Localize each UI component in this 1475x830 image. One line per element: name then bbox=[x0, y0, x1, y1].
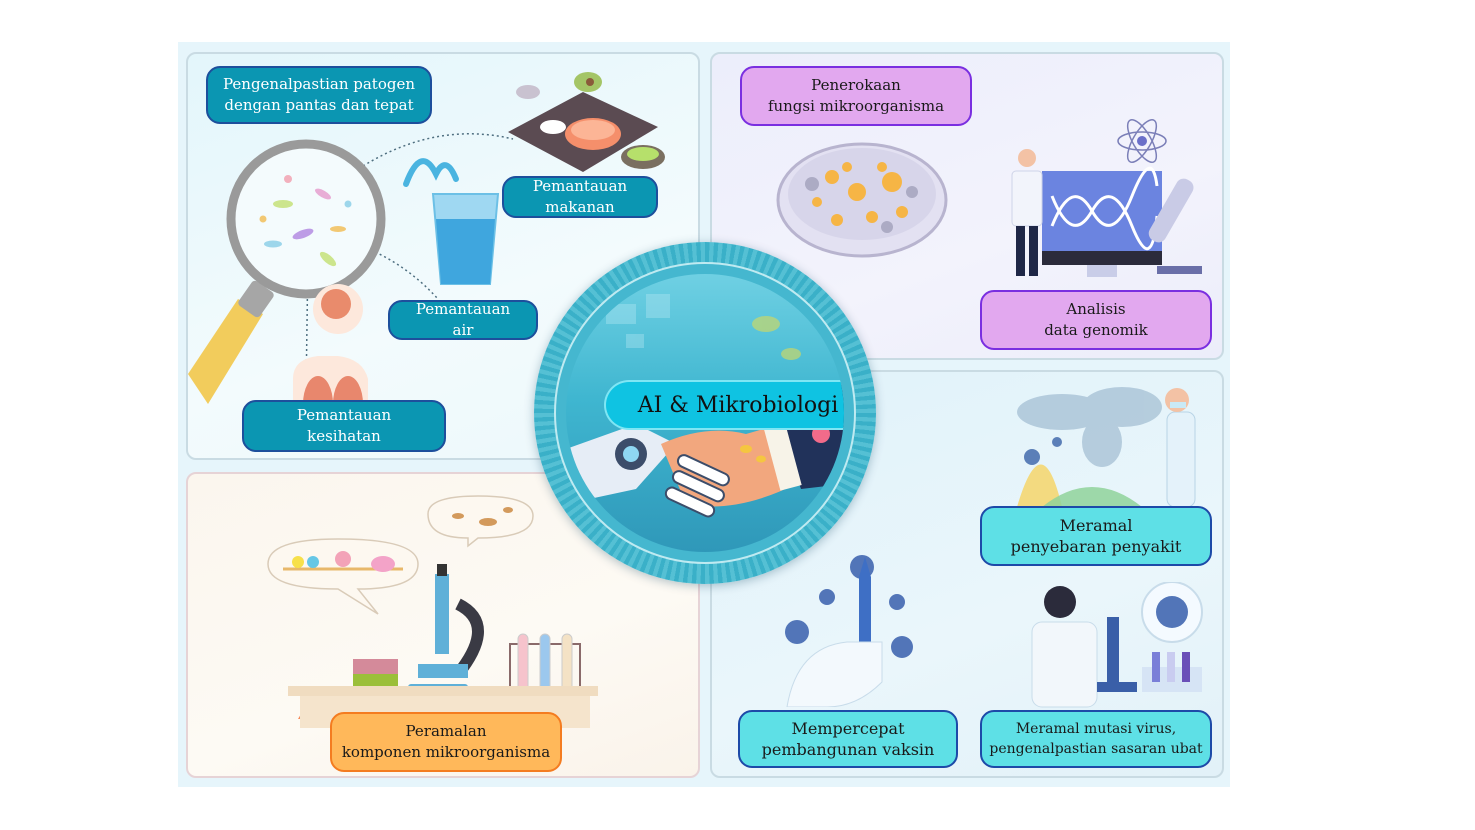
infographic-canvas: Pengenalpastian patogen dengan pantas da… bbox=[178, 42, 1230, 787]
center-badge-inner: AI & Mikrobiologi bbox=[566, 274, 844, 552]
food-tray-illustration bbox=[508, 72, 665, 172]
label-health-monitoring: Pemantauan kesihatan bbox=[242, 400, 446, 452]
disease-spread-illustration bbox=[1017, 387, 1196, 508]
label-vaccine-development: Mempercepat pembangunan vaksin bbox=[738, 710, 958, 768]
virus-research-illustration bbox=[1031, 582, 1203, 708]
label-food-monitoring: Pemantauan makanan bbox=[502, 176, 658, 218]
label-water-monitoring: Pemantauan air bbox=[388, 300, 538, 340]
handshake-illustration bbox=[566, 294, 844, 518]
label-component-prediction: Peramalan komponen mikroorganisma bbox=[330, 712, 562, 772]
label-disease-spread: Meramal penyebaran penyakit bbox=[980, 506, 1212, 566]
microbes bbox=[259, 175, 352, 267]
label-genomic-data-analysis: Analisis data genomik bbox=[980, 290, 1212, 350]
label-explore-microbe-function: Penerokaan fungsi mikroorganisma bbox=[740, 66, 972, 126]
center-badge-ring: AI & Mikrobiologi bbox=[554, 262, 856, 564]
dotted-link-food bbox=[307, 133, 514, 210]
label-pathogen-identification: Pengenalpastian patogen dengan pantas da… bbox=[206, 66, 432, 124]
label-virus-mutation-drug-target: Meramal mutasi virus, pengenalpastian sa… bbox=[980, 710, 1212, 768]
petri-dish-illustration bbox=[776, 142, 948, 258]
lab-bench-top bbox=[288, 686, 598, 696]
panel-pathogen-identification: Pengenalpastian patogen dengan pantas da… bbox=[186, 52, 700, 460]
magnifier-handle bbox=[188, 299, 263, 404]
vaccine-syringe-illustration bbox=[785, 555, 913, 707]
center-badge: AI & Mikrobiologi bbox=[534, 242, 876, 584]
water-glass-illustration bbox=[403, 158, 500, 285]
magnifier-lens bbox=[226, 139, 386, 299]
magnifier-neck bbox=[238, 280, 274, 318]
genomic-analysis-illustration bbox=[1011, 118, 1202, 277]
center-title: AI & Mikrobiologi bbox=[606, 382, 844, 428]
